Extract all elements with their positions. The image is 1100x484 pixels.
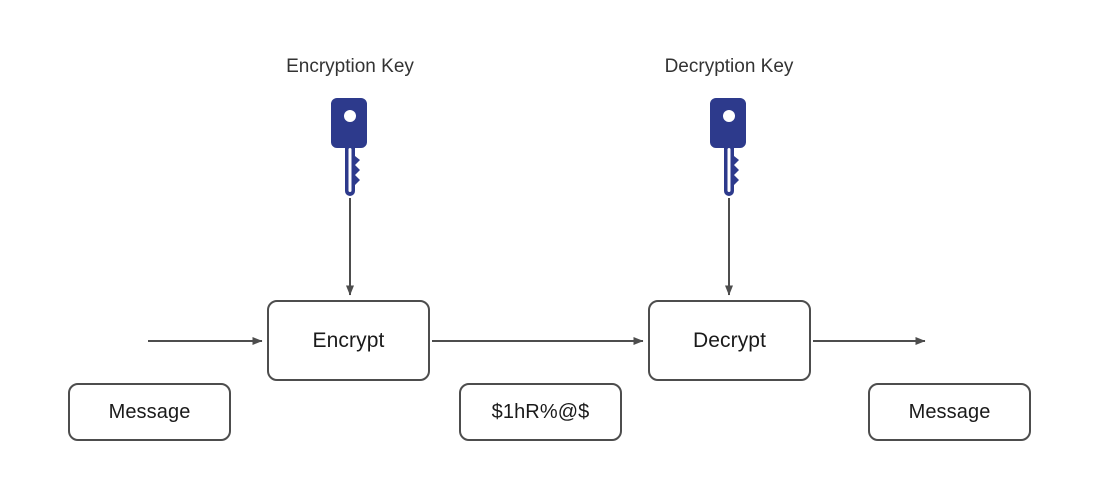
message-output-box[interactable]: Message [868, 383, 1031, 441]
decrypt-label: Decrypt [692, 328, 767, 352]
encryption-key-label: Encryption Key [286, 56, 414, 77]
decrypt-box[interactable]: Decrypt [648, 300, 811, 381]
ciphertext-box[interactable]: $1hR%@$ [459, 383, 622, 441]
decryption-key-label: Decryption Key [664, 56, 794, 77]
message-input-label: Message [108, 400, 191, 423]
ciphertext-label: $1hR%@$ [491, 400, 590, 423]
decryption-key-icon [710, 98, 748, 205]
encrypt-label: Encrypt [312, 328, 385, 352]
message-output-label: Message [908, 400, 991, 423]
encrypt-box[interactable]: Encrypt [267, 300, 430, 381]
encryption-key-icon [331, 98, 369, 205]
message-input-box[interactable]: Message [68, 383, 231, 441]
